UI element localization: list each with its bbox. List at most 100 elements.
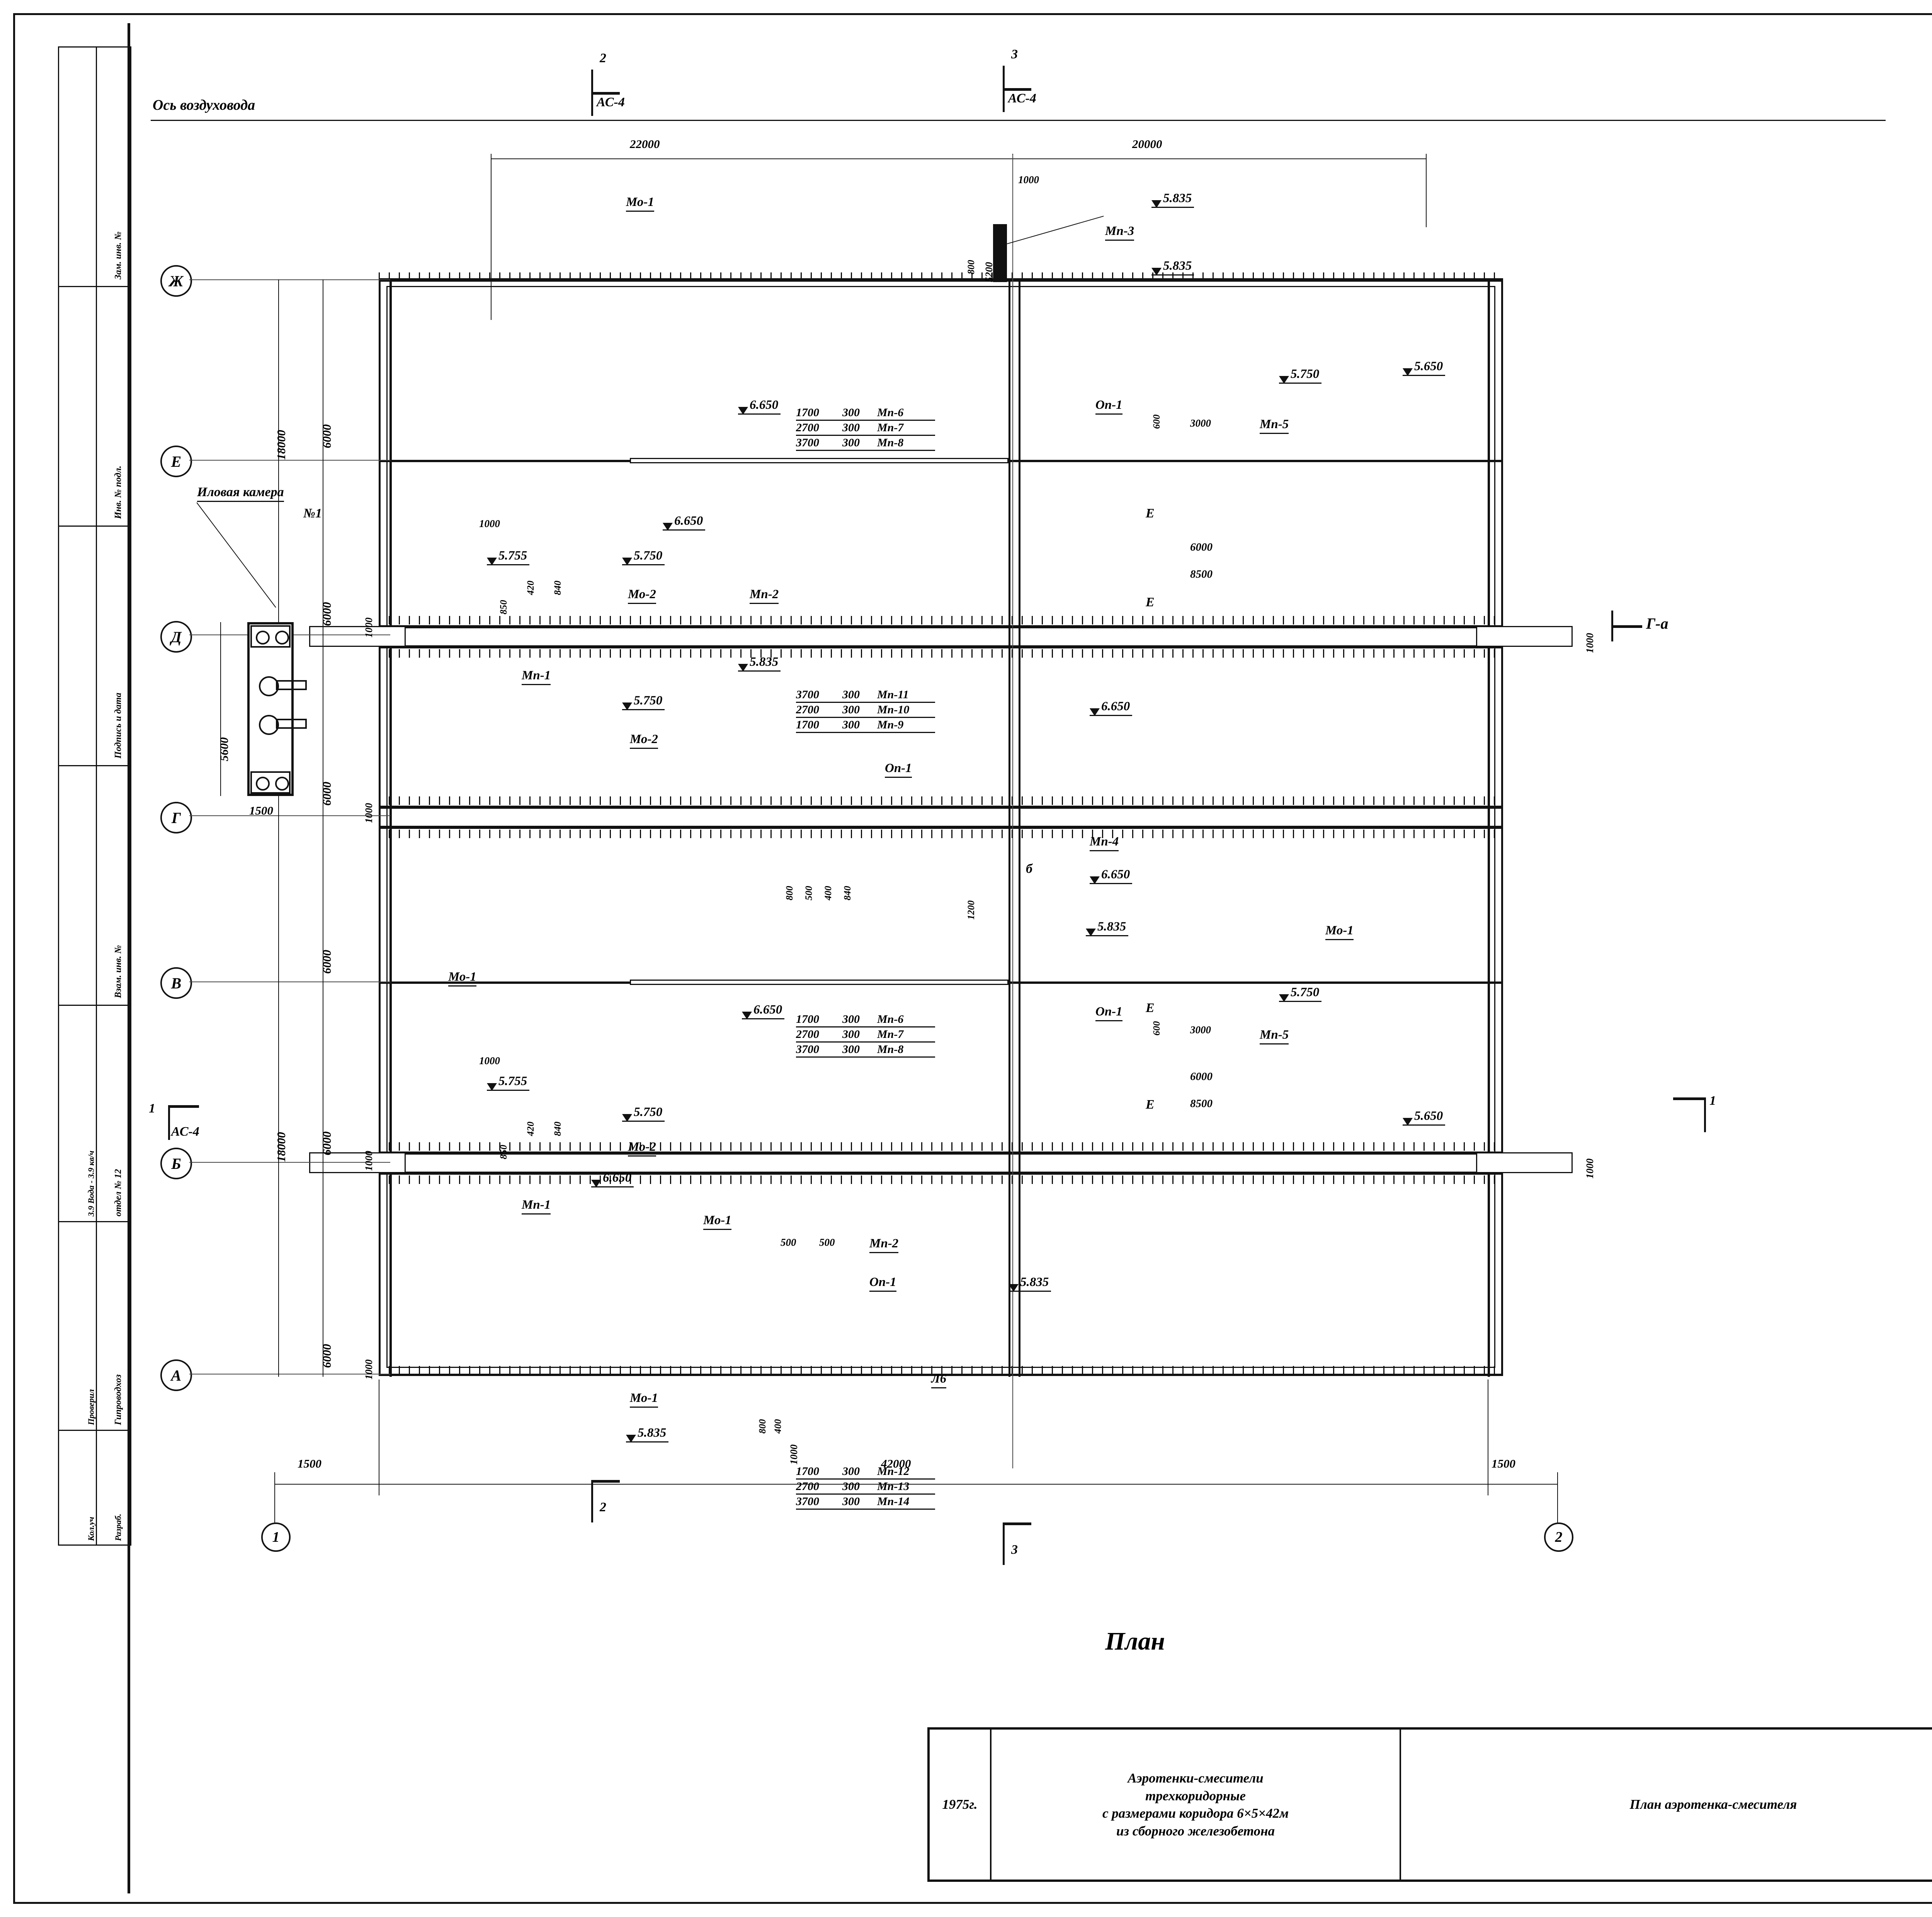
platform-label-mp2-d: Мп-2	[750, 587, 779, 604]
wall-b2	[379, 1172, 1503, 1175]
elevation-5835-bot: 5.835	[626, 1426, 669, 1442]
chamber-bot-box	[250, 771, 291, 794]
elevation-5835-top: 5.835	[1151, 191, 1194, 208]
grid-circle-g[interactable]: Г	[160, 802, 192, 833]
chamber-top-box	[250, 625, 291, 648]
dim-5200: 5200	[983, 262, 995, 282]
dim-600-bot: 600	[1151, 1021, 1162, 1036]
hatch-a	[379, 1366, 1503, 1374]
tb-object-l4: из сборного железобетона	[1116, 1823, 1275, 1839]
dim-1000-right-d: 1000	[1584, 633, 1595, 653]
vdim-1000-d: 1000	[363, 617, 374, 638]
chamber-nozzle-1	[276, 680, 307, 690]
wall-g	[379, 806, 1503, 809]
grid-ext-v	[189, 981, 390, 982]
elevation-6650-d: 6.650	[663, 514, 706, 531]
dim-1000-right-b: 1000	[1584, 1158, 1595, 1179]
support-label-op1-v: Оп-1	[1095, 1005, 1122, 1021]
dim-6000-inner-d: 6000	[1190, 541, 1213, 553]
wall-a	[379, 1374, 1503, 1376]
bottom-dim-42000: 42000	[881, 1457, 911, 1470]
hatch-b-top	[379, 1142, 1503, 1151]
elevation-5650-rb: 5.650	[1403, 1109, 1446, 1126]
grid-circle-a[interactable]: А	[160, 1359, 192, 1391]
tb-object-l1: Аэротенки-смесители	[1128, 1771, 1264, 1786]
top-dim-tick-c	[1426, 154, 1427, 227]
section-letter-b-mid: б	[1026, 862, 1032, 876]
vdim-18000-b: 18000	[274, 1132, 288, 1162]
platform-mp1-right-d	[1476, 626, 1573, 647]
dim-1000-ladder: 1000	[788, 1444, 799, 1465]
vdim-1000-g: 1000	[363, 803, 374, 823]
dim-800-ladder: 800	[757, 1419, 768, 1434]
platform-label-mp5-bot: Мп-5	[1260, 1028, 1289, 1044]
platform-mp3-block	[993, 224, 1007, 282]
elevation-6650-v: 6.650	[1090, 867, 1133, 884]
dim-840-b: 840	[553, 1121, 563, 1136]
chamber-bolt-3	[256, 777, 270, 791]
leader-mp3	[1007, 216, 1104, 244]
dim-8500-inner-d: 8500	[1190, 568, 1213, 580]
chamber-bolt-2	[275, 631, 289, 645]
dim-840: 840	[553, 580, 563, 595]
ladder-label-l6: Л6	[931, 1372, 947, 1388]
railing-label-mo1-left: Мо-1	[448, 970, 476, 987]
chamber-bolt-4	[275, 777, 289, 791]
hatch-d-bot	[379, 649, 1503, 658]
air-duct-axis-label: Ось воздуховода	[153, 97, 255, 113]
grid-circle-zh[interactable]: Ж	[160, 265, 192, 297]
grid-circle-b[interactable]: Б	[160, 1148, 192, 1179]
plan-drawing: Ось воздуховода 2 АС-4 3 АС-4 22000 2000…	[147, 47, 1893, 1665]
grid-circle-1[interactable]: 1	[261, 1522, 291, 1552]
stamp-row-org: Гипроводхоз Проверил	[59, 1222, 130, 1431]
dim-850: 850	[498, 600, 509, 615]
air-duct-axis-line	[151, 120, 1886, 121]
stamp-row-1: Инв. № подл.	[59, 287, 130, 527]
elevation-5835-g: 5.835	[738, 655, 781, 672]
hatch-d-top	[379, 616, 1503, 624]
stamp-row-sign: Разраб. Кол.уч	[86, 1514, 123, 1541]
platform-mp1-right-b	[1476, 1152, 1573, 1173]
dim-800: 800	[966, 260, 976, 275]
vdim-18000-a: 18000	[274, 430, 288, 460]
grid-circle-e[interactable]: Е	[160, 446, 192, 477]
center-wall-2	[1019, 279, 1020, 1377]
platform-mp1-bar-v	[630, 980, 1009, 985]
vdim-6000-5: 6000	[320, 1131, 333, 1155]
grid-circle-2[interactable]: 2	[1544, 1522, 1573, 1552]
elevation-5835-b: 5.835	[1151, 259, 1194, 276]
elevation-6650-b: 6.650	[591, 1171, 634, 1187]
stamp-row-doc: отдел № 12 3.9 Вода - 3.9 кв/ч	[59, 1006, 130, 1222]
grid-circle-d[interactable]: Д	[160, 621, 192, 653]
vdim-1000-a: 1000	[363, 1359, 374, 1379]
chamber-label-line2: №1	[303, 506, 322, 520]
dim-800-left: 800	[784, 886, 795, 901]
railing-label-mo1-right: Мо-1	[1325, 924, 1354, 940]
platform-mp1-left-d	[309, 626, 406, 647]
top-dim-1000: 1000	[1018, 174, 1039, 185]
vdim-6000-6: 6000	[320, 1344, 333, 1368]
stamp-divider	[96, 48, 97, 1544]
chamber-dim-v	[220, 622, 221, 796]
grid-circle-v[interactable]: В	[160, 967, 192, 999]
top-dim-tick-a	[491, 154, 492, 320]
elevation-5755-b: 5.755	[487, 1074, 530, 1091]
platform-label-mp3: Мп-3	[1105, 224, 1134, 241]
vdim-6000-1: 6000	[320, 424, 333, 448]
grid-ext-b	[189, 1162, 390, 1163]
chamber-dim-5600: 5600	[217, 737, 231, 761]
wall-g2	[379, 826, 1503, 829]
hatch-g-top	[379, 796, 1503, 805]
section-mark-ga-bar	[1611, 625, 1642, 628]
chamber-pipe-2	[259, 715, 279, 735]
chamber-leader	[196, 502, 276, 608]
elevation-6650-v2: 6.650	[742, 1003, 785, 1019]
sheet-inner-frame	[128, 23, 1932, 1893]
elevation-5750-g: 5.750	[622, 694, 665, 710]
railing-label-mo2-b: Мо-2	[628, 1140, 656, 1157]
wall-zh	[379, 279, 1503, 282]
platform-label-mp4: Мп-4	[1090, 835, 1119, 851]
plan-title: План	[1105, 1627, 1165, 1655]
